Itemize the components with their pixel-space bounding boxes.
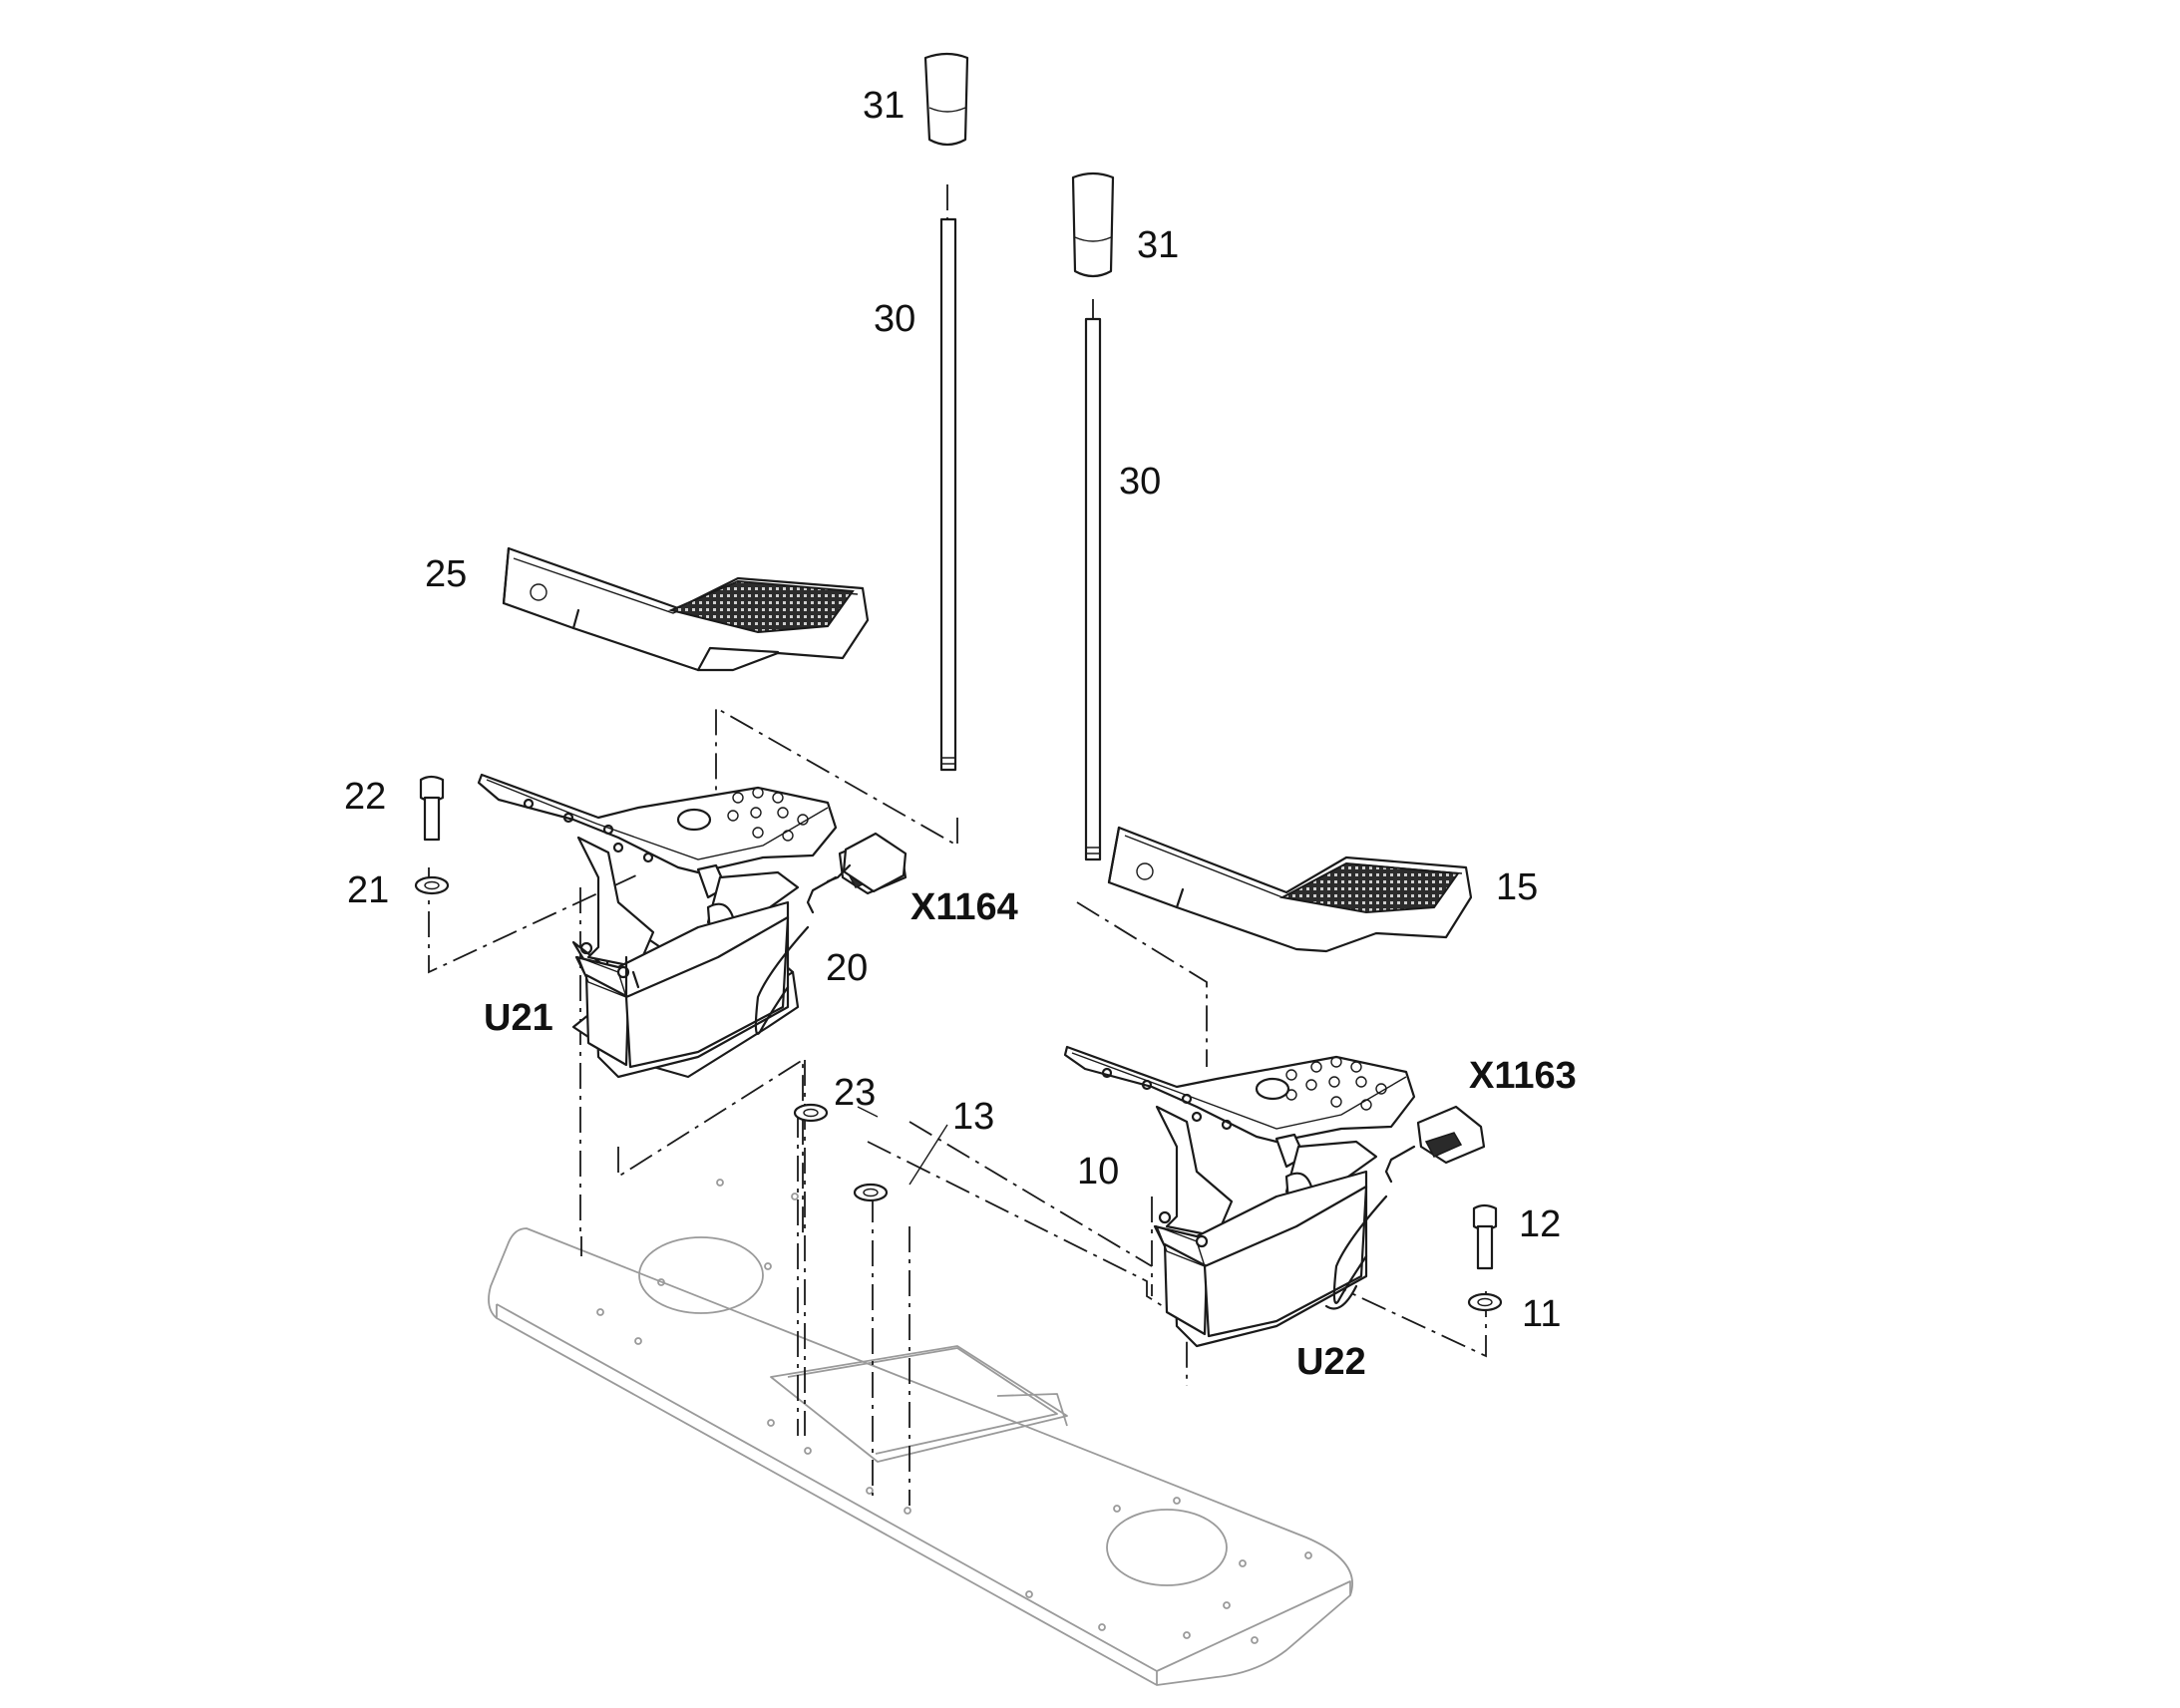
pedal-valve-u22 [1063,1045,1486,1348]
connector-label-x1164: X1164 [910,886,1018,928]
callout-25: 25 [425,553,467,595]
callout-15: 15 [1496,866,1538,908]
callout-10: 10 [1077,1151,1119,1193]
callout-30-right: 30 [1119,461,1161,503]
washer-23 [793,1103,829,1123]
callout-12: 12 [1519,1203,1561,1245]
rod-30-left [939,217,957,772]
washer-21 [414,875,450,895]
callout-13: 13 [952,1096,994,1138]
bolt-22 [419,775,445,842]
knob-31-left [923,52,969,147]
knob-31-right [1071,171,1115,278]
callout-11: 11 [1522,1293,1561,1335]
callout-22: 22 [344,776,386,818]
connector-x1164 [826,832,908,893]
assembly-label-u22: U22 [1296,1341,1366,1383]
callout-21: 21 [347,869,389,911]
pedal-pad-15 [1107,826,1473,953]
connector-label-x1163: X1163 [1469,1055,1577,1097]
assembly-label-u21: U21 [484,997,553,1039]
callout-31-left: 31 [863,85,905,127]
rod-30-right [1084,317,1102,861]
bolt-12 [1472,1203,1498,1270]
callout-31-right: 31 [1137,224,1179,266]
floor-plate [488,1179,1353,1686]
callout-30-left: 30 [874,298,915,340]
washer-13 [853,1183,889,1202]
callout-23: 23 [834,1072,876,1114]
alignment-lines [428,184,1487,1506]
leader-lines [857,1106,948,1186]
pedal-pad-25 [502,546,870,672]
callout-20: 20 [826,947,868,989]
washer-11 [1467,1292,1503,1312]
